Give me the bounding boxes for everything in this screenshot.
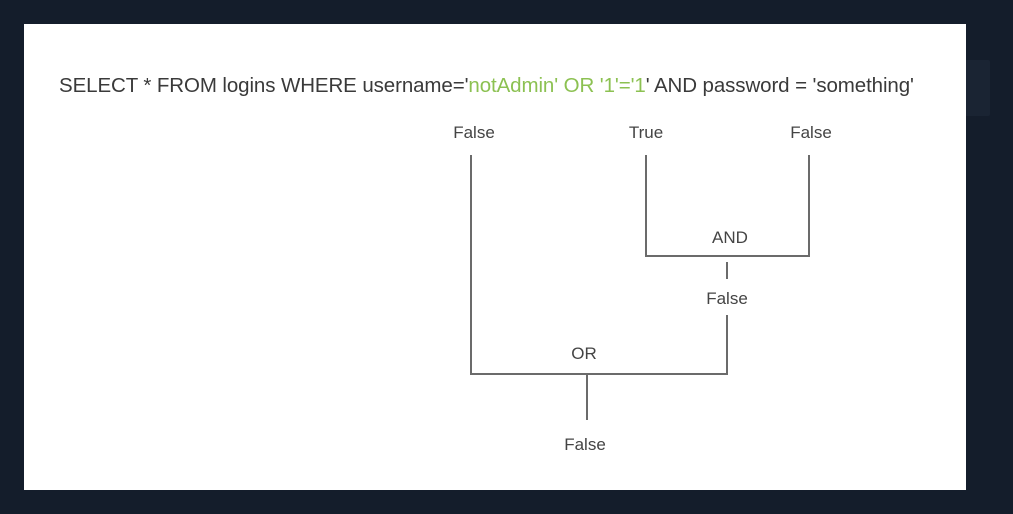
logic-evaluation-tree: False True False AND False OR False <box>453 123 832 454</box>
or-bracket-line <box>470 155 728 375</box>
diagram-card: SELECT * FROM logins WHERE username='not… <box>24 24 966 490</box>
leaf-password-result: False <box>790 123 832 142</box>
and-bracket-line <box>645 155 810 257</box>
and-result-label: False <box>706 289 748 308</box>
final-result-label: False <box>564 435 606 454</box>
leaf-or-condition-result: True <box>629 123 663 142</box>
sql-query-suffix: ' AND password = 'something' <box>645 74 914 97</box>
sql-injected-payload: notAdmin' OR '1'='1 <box>468 74 646 97</box>
leaf-username-result: False <box>453 123 495 142</box>
sql-query: SELECT * FROM logins WHERE username='not… <box>59 74 914 98</box>
and-operator-label: AND <box>712 228 748 247</box>
or-operator-label: OR <box>571 344 597 363</box>
sql-query-prefix: SELECT * FROM logins WHERE username=' <box>59 74 469 97</box>
